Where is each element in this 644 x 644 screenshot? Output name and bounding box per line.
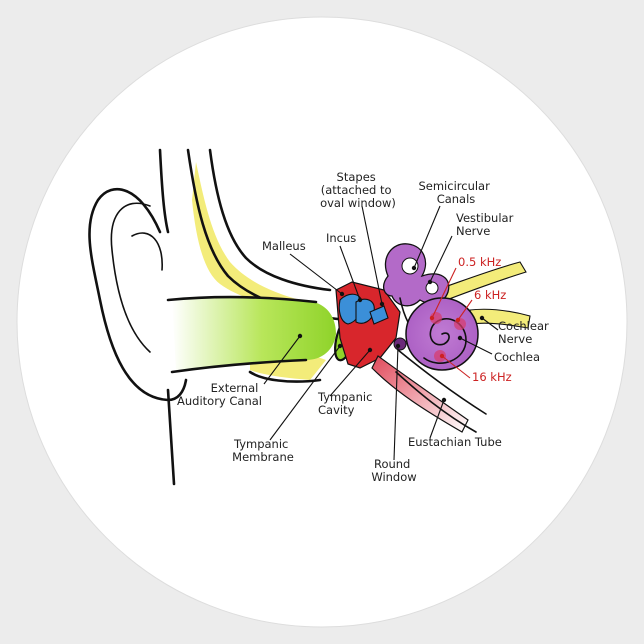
- label-semicircular-canals: Semicircular Canals: [418, 179, 493, 206]
- leader-malleus-dot: [339, 291, 345, 297]
- stapes-shape: [369, 305, 389, 325]
- leader-cochlear-nerve-dot: [479, 315, 485, 321]
- label-tympanic-membrane: Tympanic Membrane: [232, 437, 294, 464]
- pinna-antihelix: [131, 232, 163, 271]
- leader-eustachian-dot: [441, 397, 447, 403]
- pinna-outer: [88, 187, 188, 402]
- leader-incus-dot: [357, 297, 363, 303]
- leader-tympanic-cavity: [329, 349, 371, 397]
- canal-top-line: [166, 295, 318, 304]
- label-external-auditory-canal: External Auditory Canal: [177, 381, 262, 408]
- labels: Stapes (attached to oval window) Semicir…: [177, 170, 552, 484]
- leader-stapes: [361, 205, 383, 305]
- vestibular-nerve-shape: [429, 261, 527, 305]
- leader-tympanic-membrane: [269, 345, 341, 441]
- eustachian-line-a: [397, 349, 487, 415]
- leader-semicircular: [413, 205, 441, 269]
- leader-6khz: [457, 299, 473, 321]
- eustachian-tube-shape: [371, 355, 469, 433]
- pinna-helix: [110, 202, 151, 353]
- leader-0-5khz-dot: [429, 315, 435, 321]
- canal-loop-1: [401, 257, 419, 275]
- leader-malleus: [289, 253, 343, 295]
- leader-6khz-dot: [455, 317, 461, 323]
- leader-16khz-dot: [439, 353, 445, 359]
- leader-lines: [263, 205, 499, 461]
- label-incus: Incus: [326, 231, 356, 245]
- leader-round-window: [393, 345, 399, 461]
- leader-0-5khz: [431, 267, 457, 319]
- canal-lower-line: [248, 370, 322, 383]
- leader-stapes-dot: [379, 301, 385, 307]
- label-tympanic-cavity: Tympanic Cavity: [317, 390, 376, 417]
- leader-16khz: [441, 355, 471, 379]
- external-auditory-canal-fill: [172, 297, 336, 370]
- label-malleus: Malleus: [262, 239, 306, 253]
- temporal-bone-upper: [192, 162, 300, 312]
- round-window-shape: [393, 337, 407, 351]
- label-16khz: 16 kHz: [472, 370, 512, 384]
- canal-bottom-line: [170, 358, 308, 374]
- skull-line-left: [158, 148, 170, 234]
- label-eustachian-tube: Eustachian Tube: [408, 435, 502, 449]
- skull-line-inner: [208, 148, 332, 292]
- cochlea-spiral: [423, 318, 467, 364]
- leader-cochlea-dot: [457, 335, 463, 341]
- leader-eustachian: [429, 399, 445, 439]
- canal-loop-2: [425, 281, 439, 295]
- eustachian-line-b: [395, 371, 477, 433]
- leader-tympanic-cavity-dot: [367, 347, 373, 353]
- leader-tympanic-membrane-dot: [337, 343, 343, 349]
- leader-semicircular-dot: [411, 265, 417, 271]
- label-round-window: Round Window: [371, 457, 416, 484]
- ear-drawing: [88, 148, 531, 486]
- leader-cochlea: [459, 337, 493, 355]
- label-cochlear-nerve: Cochlear Nerve: [498, 319, 552, 346]
- label-cochlea: Cochlea: [494, 350, 540, 364]
- label-vestibular-nerve: Vestibular Nerve: [456, 211, 517, 238]
- leader-external-canal-dot: [297, 333, 303, 339]
- leader-round-window-dot: [395, 343, 401, 349]
- label-stapes: Stapes (attached to oval window): [320, 170, 396, 210]
- leader-incus: [339, 245, 361, 301]
- cochlear-nerve-shape: [469, 308, 531, 329]
- label-0-5khz: 0.5 kHz: [458, 255, 501, 269]
- label-6khz: 6 kHz: [474, 288, 506, 302]
- leader-external-canal: [263, 335, 301, 385]
- leader-vestibular-dot: [427, 279, 433, 285]
- leader-vestibular: [429, 235, 453, 283]
- leader-cochlear-nerve: [481, 317, 499, 331]
